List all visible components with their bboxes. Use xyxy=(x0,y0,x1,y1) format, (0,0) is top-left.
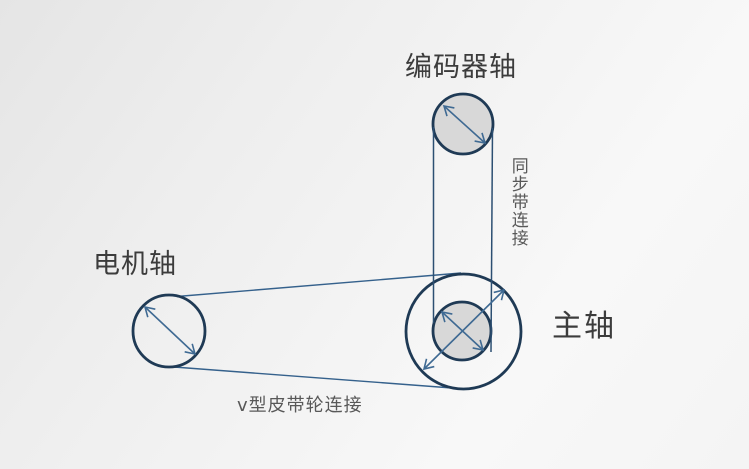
motor-pulley-circle xyxy=(131,293,207,369)
main-shaft-label: 主轴 xyxy=(552,309,616,344)
motor-shaft-label: 电机轴 xyxy=(93,249,177,280)
main-inner-diameter-arrow xyxy=(440,310,485,352)
v-belt-label: v型皮带轮连接 xyxy=(237,395,363,416)
v-belt-bottom-line xyxy=(173,366,453,389)
encoder-diameter-arrow xyxy=(442,104,487,145)
motor-diameter-arrow xyxy=(143,305,197,356)
main-pulley-outer-circle xyxy=(404,272,523,391)
sync-belt-label: 同步带连接 xyxy=(507,157,528,247)
sync-belt-right-line xyxy=(490,127,494,353)
encoder-shaft-label: 编码器轴 xyxy=(405,52,517,83)
v-belt-top-line xyxy=(176,272,462,298)
